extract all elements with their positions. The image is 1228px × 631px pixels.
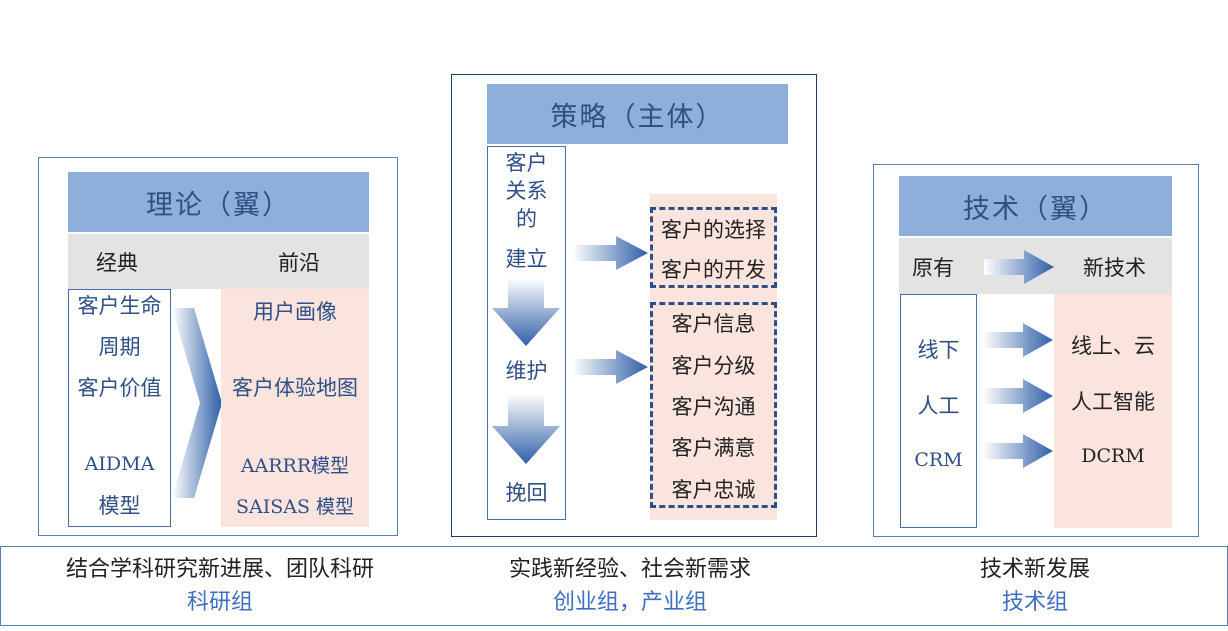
tech-new-item: DCRM	[1081, 445, 1145, 467]
tech-col-legacy: 原有	[912, 256, 954, 280]
theory-classic-item: 客户生命	[77, 294, 162, 318]
strategy-stage-label: 的	[516, 207, 537, 231]
right-arrow-icon	[572, 350, 648, 384]
strategy-pink-block	[650, 194, 777, 520]
down-arrow-icon	[492, 394, 560, 464]
theory-classic-item: AIDMA	[84, 453, 155, 475]
strategy-group1-item: 客户的开发	[661, 258, 766, 282]
caption-practice-line1: 实践新经验、社会新需求	[508, 557, 751, 582]
right-arrow-icon	[984, 250, 1054, 284]
theory-col-classic: 经典	[96, 251, 138, 275]
strategy-group-maintain	[650, 302, 777, 508]
tech-new-list	[1054, 294, 1172, 528]
tech-col-new: 新技术	[1083, 256, 1146, 280]
strategy-stage-label: 建立	[505, 247, 548, 271]
caption-practice-team: 创业组，产业组	[552, 590, 707, 615]
right-arrow-icon	[983, 434, 1053, 468]
tech-new-item: 人工智能	[1071, 390, 1155, 414]
strategy-stage-label: 客户	[505, 151, 548, 175]
theory-classic-item: 客户价值	[77, 376, 162, 400]
strategy-stage-label: 关系	[505, 179, 548, 203]
theory-col-frontier: 前沿	[278, 251, 320, 275]
strategy-group2-item: 客户满意	[671, 436, 756, 460]
tech-legacy-list	[900, 294, 977, 528]
strategy-stage-label: 挽回	[505, 481, 548, 505]
strategy-group2-item: 客户忠诚	[671, 478, 756, 502]
strategy-stage-label: 维护	[505, 359, 548, 383]
theory-frontier-item: SAISAS 模型	[235, 495, 355, 518]
theory-frontier-item: 客户体验地图	[232, 376, 358, 400]
caption-research-team: 科研组	[186, 590, 253, 615]
tech-legacy-item: CRM	[914, 449, 963, 471]
theory-classic-item: 周期	[98, 335, 141, 359]
strategy-group-acquire	[650, 207, 777, 288]
strategy-group2-item: 客户分级	[671, 354, 756, 378]
theory-column-header-bar	[68, 234, 369, 289]
strategy-title: 策略（主体）	[487, 84, 788, 144]
strategy-group1-item: 客户的选择	[661, 218, 766, 242]
strategy-group2-item: 客户信息	[671, 312, 756, 336]
tech-title: 技术（翼）	[899, 176, 1172, 236]
down-arrow-icon	[492, 278, 560, 346]
theory-classic-list	[68, 289, 171, 527]
theory-frontier-list	[221, 289, 369, 527]
tech-new-item: 线上、云	[1071, 334, 1155, 358]
theory-arrow-icon	[172, 308, 222, 498]
caption-tech-line1: 技术新发展	[979, 557, 1090, 582]
tech-legacy-item: 人工	[917, 394, 960, 418]
theory-title: 理论（翼）	[68, 172, 369, 232]
right-arrow-icon	[983, 323, 1053, 357]
theory-frontier-item: AARRR模型	[240, 454, 350, 477]
right-arrow-icon	[572, 236, 648, 270]
theory-frontier-item: 用户画像	[253, 300, 337, 324]
tech-legacy-item: 线下	[917, 338, 960, 362]
caption-research-line1: 结合学科研究新进展、团队科研	[65, 557, 374, 582]
right-arrow-icon	[983, 379, 1053, 413]
theory-classic-item: 模型	[98, 494, 141, 518]
strategy-group2-item: 客户沟通	[671, 395, 756, 419]
caption-tech-team: 技术组	[1001, 590, 1068, 615]
